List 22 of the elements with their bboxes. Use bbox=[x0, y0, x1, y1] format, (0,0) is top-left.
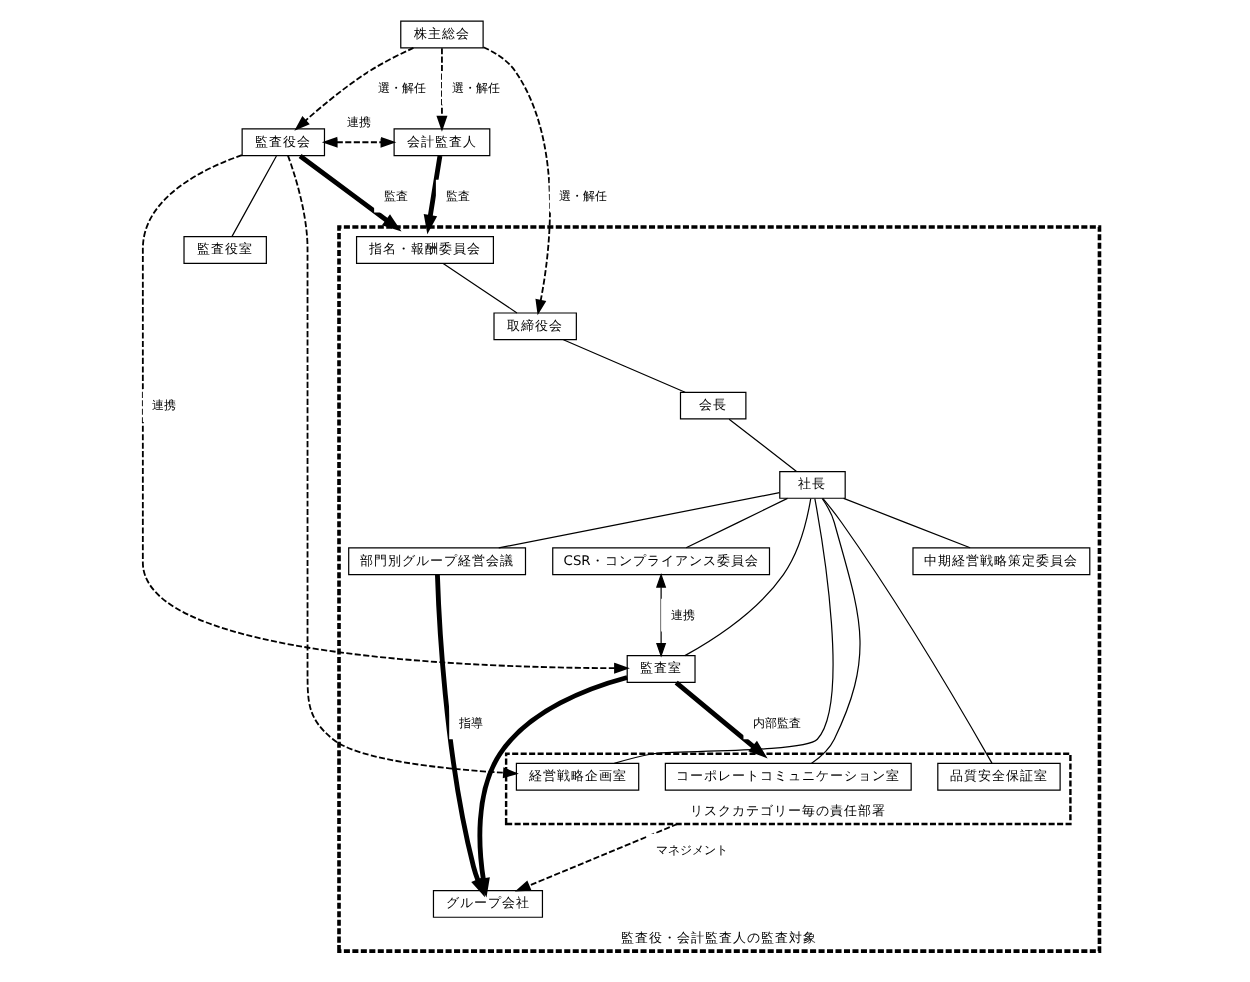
connector bbox=[809, 497, 860, 765]
arrow bbox=[513, 823, 678, 892]
arrow bbox=[422, 155, 442, 235]
arrow bbox=[293, 47, 414, 131]
connector bbox=[727, 418, 797, 472]
connector bbox=[441, 262, 517, 314]
connector bbox=[612, 497, 833, 764]
connector bbox=[230, 155, 277, 238]
arrow bbox=[673, 680, 767, 759]
connector bbox=[684, 497, 788, 549]
arrow bbox=[297, 154, 401, 232]
arrow bbox=[320, 136, 396, 148]
arrow bbox=[655, 573, 666, 658]
arrow bbox=[475, 675, 627, 898]
connector bbox=[842, 497, 970, 549]
arrow bbox=[481, 46, 550, 316]
arrow bbox=[435, 47, 447, 132]
arrow bbox=[286, 154, 518, 779]
connector bbox=[497, 492, 780, 549]
connector bbox=[561, 339, 685, 393]
connector bbox=[683, 498, 811, 657]
connector bbox=[821, 497, 992, 764]
